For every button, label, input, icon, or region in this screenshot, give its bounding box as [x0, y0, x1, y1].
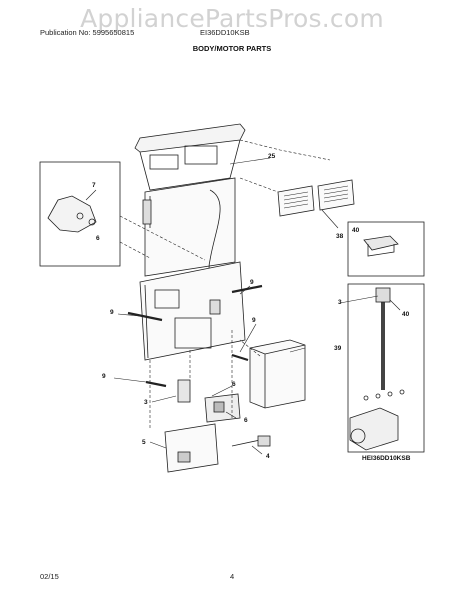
callout-3: 3 [144, 399, 148, 406]
callout-39: 39 [334, 345, 342, 352]
callout-25: 25 [268, 153, 276, 160]
publication-number: Publication No: 5995650815 [40, 28, 135, 37]
callout-9-right: 9 [250, 279, 254, 286]
page-title: BODY/MOTOR PARTS [192, 44, 272, 53]
callout-3-inset: 3 [338, 299, 342, 306]
callout-40: 40 [402, 311, 410, 318]
callout-4: 4 [266, 453, 270, 460]
footer-date: 02/15 [40, 572, 59, 581]
callout-38: 38 [336, 233, 344, 240]
callout-9-left: 9 [110, 309, 114, 316]
watermark: AppliancePartsPros.com [80, 4, 384, 33]
callout-6-lower: 6 [244, 417, 248, 424]
model-number: EI36DD10KSB [200, 28, 250, 37]
callout-5: 5 [142, 439, 146, 446]
callout-7: 7 [92, 182, 96, 189]
callout-9-lower: 9 [102, 373, 106, 380]
callout-9-middle: 9 [252, 317, 256, 324]
diagram-model-tag: HEI36DD10KSB [362, 455, 411, 462]
callout-40-inset: 40 [352, 227, 360, 234]
callout-6-inset: 6 [96, 235, 100, 242]
callout-6-upper: 6 [232, 381, 236, 388]
footer-page-number: 4 [230, 572, 235, 581]
